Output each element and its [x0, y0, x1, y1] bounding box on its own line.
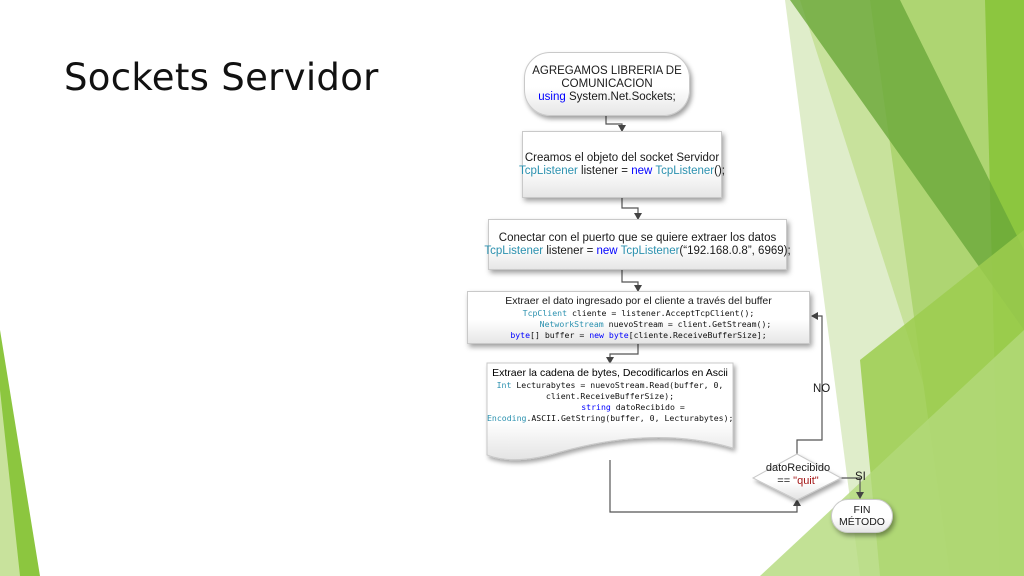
new-keyword: new	[631, 164, 653, 177]
connector-4-5	[606, 344, 639, 364]
connector-yes-end	[839, 477, 864, 499]
label-si: SI	[855, 471, 866, 483]
code-fragment: listener =	[577, 164, 632, 177]
end-line1: FIN	[853, 504, 871, 516]
connector-3-4	[621, 270, 642, 292]
document-step-shape	[486, 362, 734, 461]
step-connect-port-code: TcpListener listener = new TcpListener(“…	[484, 245, 790, 258]
code-line-encoding: Encoding.ASCII.GetString(buffer, 0, Lect…	[487, 413, 733, 424]
type-tcpclient: TcpClient	[522, 307, 568, 318]
byte-keyword: byte	[510, 329, 531, 340]
code-line-tcpclient: TcpClient cliente = listener.AcceptTcpCl…	[523, 308, 755, 319]
code-fragment-end: ();	[714, 164, 725, 177]
step-connect-port-desc: Conectar con el puerto que se quiere ext…	[498, 231, 777, 244]
step-add-library-line2: COMUNICACION	[561, 77, 653, 90]
code-fragment: cliente = listener.AcceptTcpClient();	[567, 307, 755, 318]
decision-line1: datoRecibido	[765, 462, 831, 474]
step-create-socket-desc: Creamos el objeto del socket Servidor	[524, 151, 720, 164]
end-line2: MÉTODO	[839, 516, 885, 528]
step-decode-ascii: Extraer la cadena de bytes, Decodificarl…	[487, 367, 733, 424]
step-add-library-line1: AGREGAMOS LIBRERIA DE	[532, 64, 682, 77]
decision-condition: datoRecibido == "quit"	[756, 462, 840, 488]
int-keyword: Int	[496, 380, 512, 390]
type-tcplistener: TcpListener	[484, 244, 544, 257]
step-read-buffer: Extraer el dato ingresado por el cliente…	[467, 291, 810, 344]
step-connect-port: Conectar con el puerto que se quiere ext…	[484, 219, 791, 270]
code-fragment: datoRecibido =	[610, 402, 685, 412]
label-no: NO	[813, 383, 831, 395]
connector-1-2	[605, 116, 626, 132]
using-keyword: using	[538, 90, 566, 103]
right-facet-dark	[790, 0, 1024, 330]
decision-operator: ==	[777, 475, 794, 487]
connector-5-loop	[609, 460, 801, 513]
connector-no-loop	[796, 312, 823, 455]
decision-string: "quit"	[793, 475, 819, 487]
step-add-library: AGREGAMOS LIBRERIA DE COMUNICACION using…	[524, 52, 690, 116]
code-line-string: string datoRecibido =	[487, 402, 733, 413]
byte-keyword-2: byte	[603, 329, 629, 340]
code-fragment: Lecturabytes = nuevoStream.Read(buffer, …	[511, 380, 724, 390]
string-keyword: string	[581, 402, 611, 412]
code-fragment-end: (“192.168.0.8”, 6969);	[679, 244, 791, 257]
type-tcplistener-2: TcpListener	[617, 244, 680, 257]
left-facet-light	[0, 390, 20, 576]
slide-title: Sockets Servidor	[64, 56, 379, 99]
code-line-read: Int Lecturabytes = nuevoStream.Read(buff…	[487, 380, 733, 391]
code-fragment: .ASCII.GetString(buffer, 0, Lecturabytes…	[526, 413, 734, 423]
connector-2-3	[621, 198, 642, 220]
decision-line2: == "quit"	[756, 475, 840, 488]
step-add-library-code: using System.Net.Sockets;	[538, 91, 675, 104]
type-tcplistener-2: TcpListener	[652, 164, 715, 177]
new-keyword: new	[596, 244, 618, 257]
step-decode-ascii-desc: Extraer la cadena de bytes, Decodificarl…	[492, 367, 728, 379]
code-fragment: nuevoStream = client.GetStream();	[603, 318, 772, 329]
code-line-buffersize: client.ReceiveBufferSize);	[545, 391, 675, 401]
code-fragment: [] buffer =	[530, 329, 590, 340]
using-namespace: System.Net.Sockets;	[565, 90, 676, 103]
step-create-socket-code: TcpListener listener = new TcpListener()…	[519, 165, 725, 178]
code-line-buffer: byte[] buffer = new byte[cliente.Receive…	[510, 330, 766, 341]
new-keyword: new	[589, 329, 604, 340]
type-networkstream: NetworkStream	[539, 318, 604, 329]
decision-diamond	[751, 453, 843, 501]
end-terminator: FIN MÉTODO	[831, 499, 893, 533]
type-tcplistener: TcpListener	[519, 164, 578, 177]
code-fragment: listener =	[543, 244, 597, 257]
step-read-buffer-desc: Extraer el dato ingresado por el cliente…	[505, 294, 772, 307]
code-fragment-end: [cliente.ReceiveBufferSize];	[628, 329, 767, 340]
type-encoding: Encoding	[487, 413, 527, 423]
right-facet-low	[760, 330, 1024, 576]
step-create-socket: Creamos el objeto del socket Servidor Tc…	[519, 131, 725, 198]
code-line-networkstream: NetworkStream nuevoStream = client.GetSt…	[506, 319, 772, 330]
